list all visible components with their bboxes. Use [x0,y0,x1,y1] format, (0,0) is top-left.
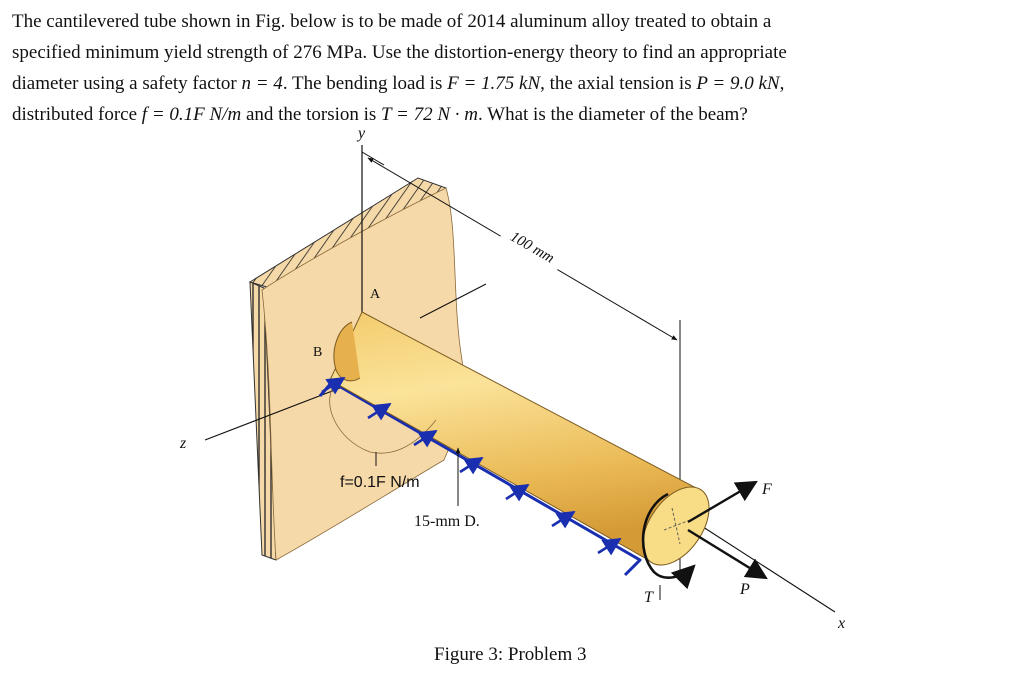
load-arrow [459,456,484,475]
distributed-force-value: f = 0.1F N/m [141,104,242,125]
problem-line-2: specified minimum yield strength of 276 … [12,37,1017,68]
force-P-label: P [739,581,750,598]
line-4-text-b: and the torsion is [241,104,382,125]
problem-line-1: The cantilevered tube shown in Fig. belo… [12,6,1017,37]
torsion-value: T = 72 N · m [381,104,478,125]
z-axis-label: z [179,435,187,452]
bending-load-value: F = 1.75 kN [447,73,541,94]
line-3-text-d: , [779,73,785,94]
problem-statement: The cantilevered tube shown in Fig. belo… [12,6,1017,130]
safety-factor-value: n = 4 [241,73,283,94]
y-axis-label: y [356,125,366,142]
torque-T-arrow [641,492,696,590]
line-3-text-b: . The bending load is [282,73,448,94]
tube-near-end [642,486,710,566]
force-P-arrow [687,528,768,580]
point-A-label: A [370,287,381,302]
axial-tension-value: P = 9.0 kN [696,73,780,94]
point-B-label: B [313,345,322,360]
line-4-text-c: . What is the diameter of the beam? [478,104,748,125]
diameter-label: 15-mm D. [414,513,480,530]
line-3-text-c: , the axial tension is [540,73,697,94]
load-arrow [413,429,438,448]
force-F-label: F [761,481,772,498]
distributed-load-arrows [321,376,622,556]
load-arrow [505,483,530,502]
line-4-text-a: distributed force [12,104,142,125]
tube-wall-end [333,321,361,382]
z-axis-line [204,387,341,441]
tube [329,311,710,566]
x-axis-label: x [837,615,845,632]
dimension-extension-wall [361,151,385,166]
problem-line-2-text: specified minimum yield strength of 276 … [12,42,787,63]
load-arrow [367,402,392,421]
dimension-label-bg [499,220,567,272]
distributed-load-label: f=0.1F N/m [340,474,420,491]
load-arrow [597,537,622,556]
problem-line-4: distributed force f = 0.1F N/m and the t… [12,99,1017,130]
problem-line-1-text: The cantilevered tube shown in Fig. belo… [12,11,772,32]
tube-end-crosshair-v [671,507,681,545]
figure-caption: Figure 3: Problem 3 [434,644,587,665]
torque-T-label: T [644,589,654,606]
line-3-text-a: diameter using a safety factor [12,73,242,94]
load-arrow [321,376,346,395]
problem-line-3: diameter using a safety factor n = 4. Th… [12,68,1017,99]
force-F-arrow [687,480,758,524]
x-axis-line [699,524,836,613]
load-arrow [551,510,576,529]
